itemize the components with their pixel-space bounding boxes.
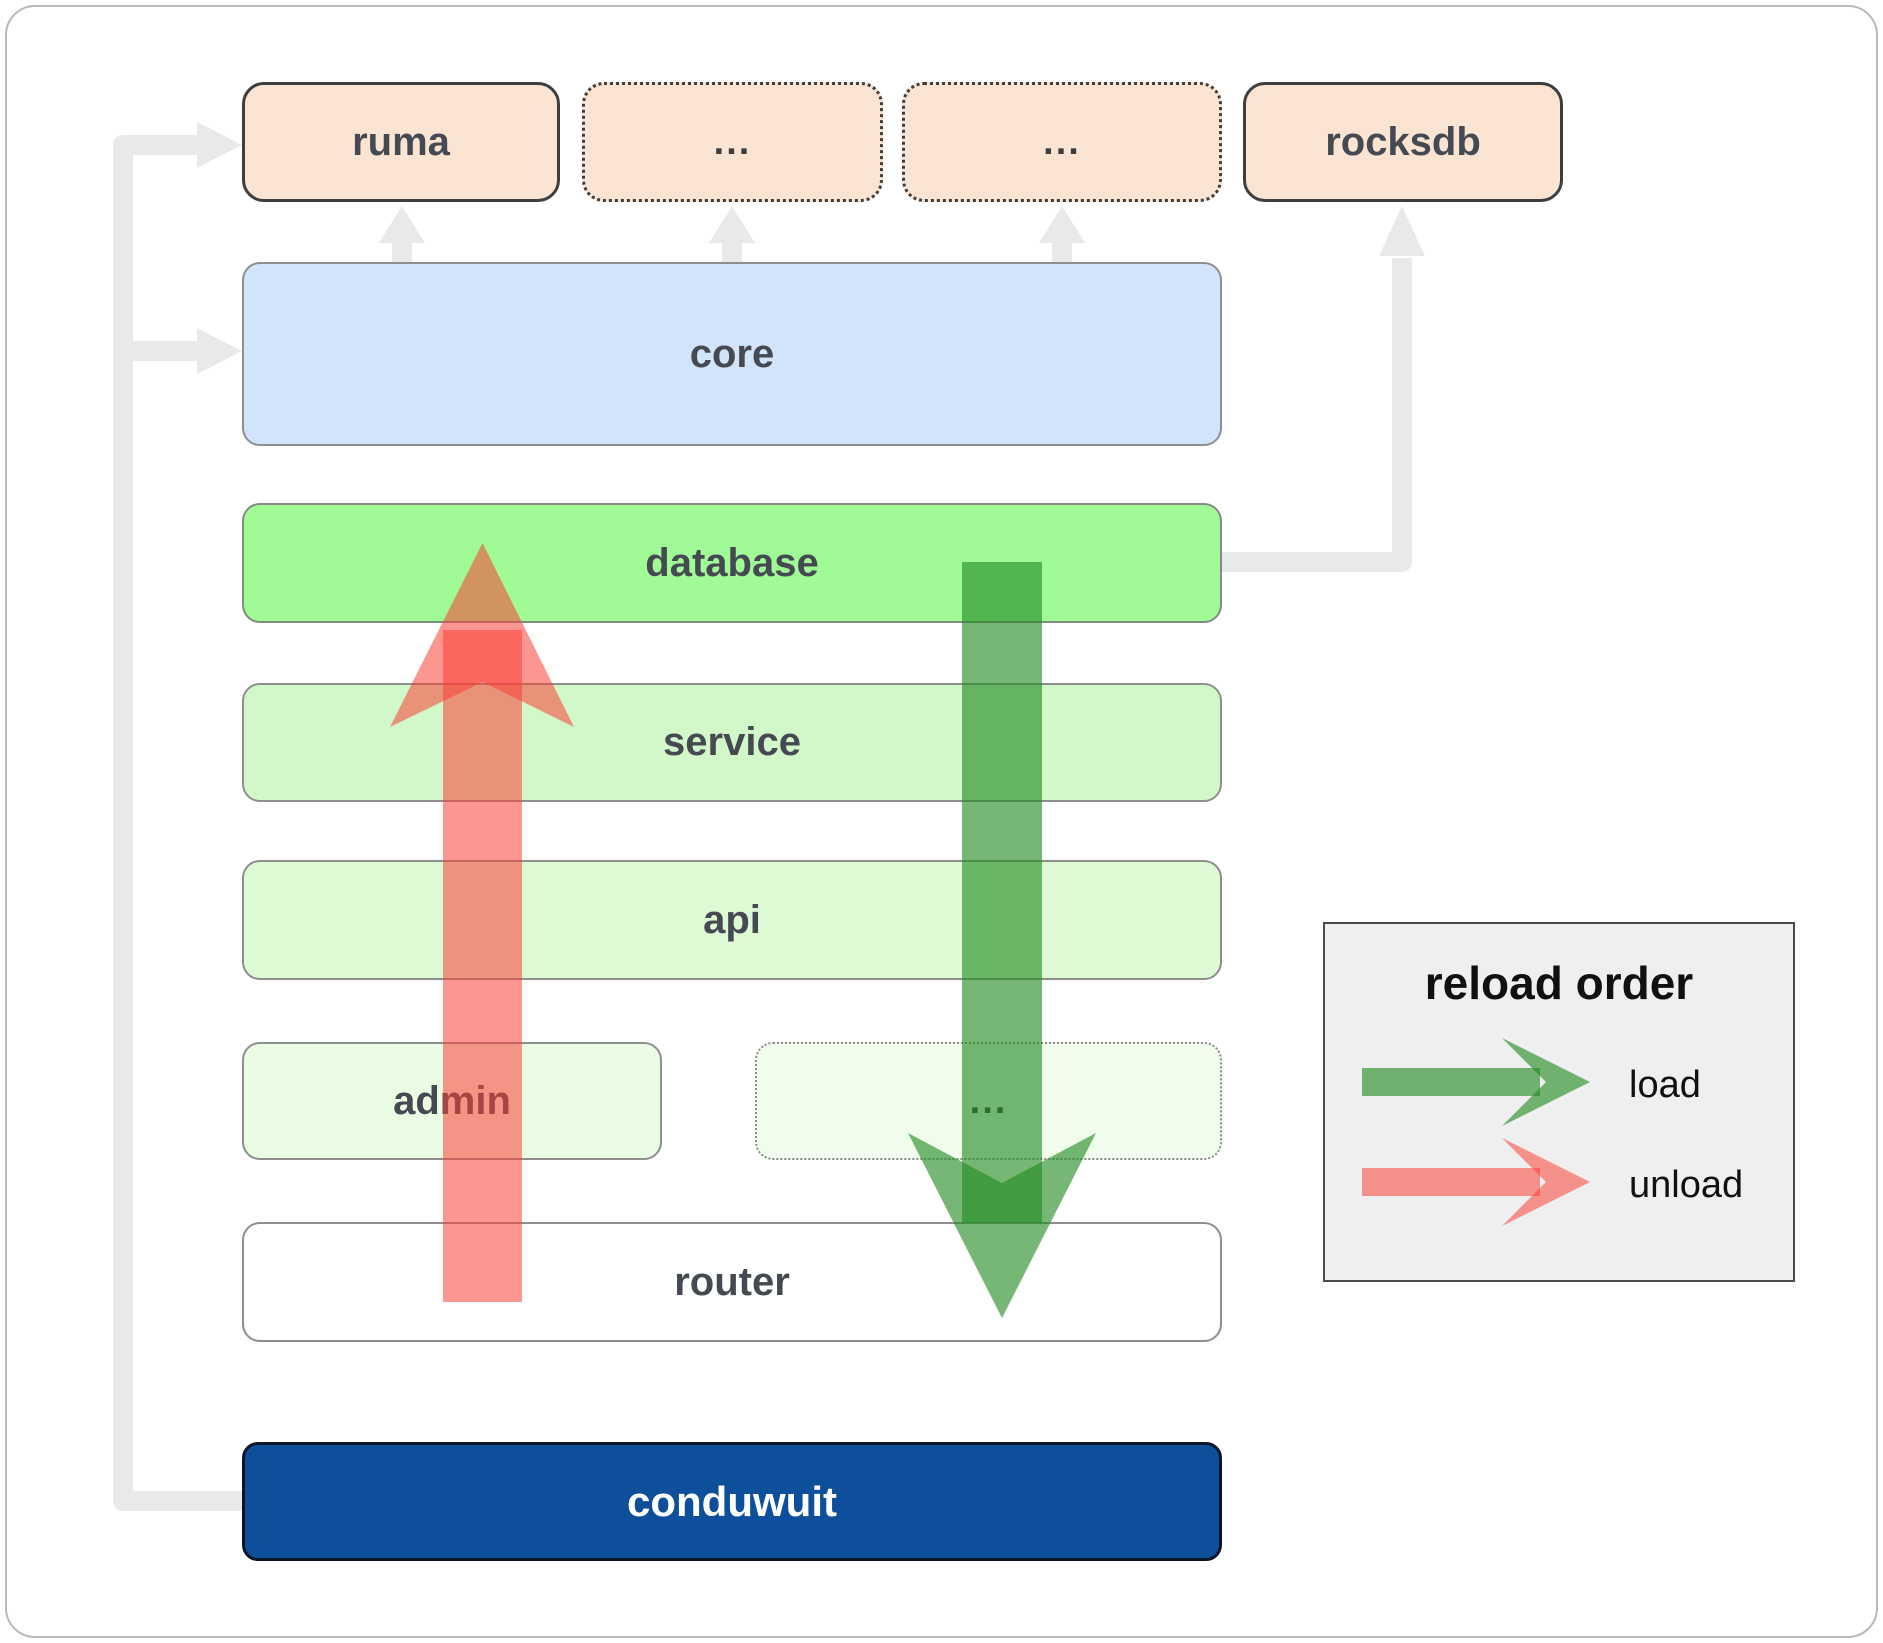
- node-rocksdb-label: rocksdb: [1325, 119, 1481, 164]
- node-core: core: [242, 262, 1222, 446]
- node-ruma-label: ruma: [352, 119, 450, 164]
- node-service-label: service: [663, 720, 801, 764]
- node-ellipsis-a-label: ...: [713, 121, 752, 163]
- connector-conduwuit-to-top: [113, 135, 242, 1511]
- node-database-label: database: [645, 540, 819, 585]
- arrowhead-into-ruma: [197, 122, 242, 168]
- arrowhead-core-ellipsis-b: [1039, 206, 1085, 243]
- arrowhead-into-core: [197, 328, 242, 374]
- arrowhead-core-ruma: [379, 206, 425, 243]
- legend-load-label: load: [1629, 1064, 1701, 1106]
- node-ruma: ruma: [242, 82, 560, 202]
- legend-unload-label: unload: [1629, 1164, 1744, 1206]
- node-conduwuit: conduwuit: [242, 1442, 1222, 1561]
- arrowhead-into-rocksdb: [1379, 206, 1425, 256]
- connector-database-rocksdb: [1222, 258, 1412, 572]
- node-ellipsis-b: ...: [902, 82, 1222, 202]
- node-rocksdb: rocksdb: [1243, 82, 1563, 202]
- node-api-label: api: [703, 897, 761, 942]
- node-core-label: core: [689, 331, 775, 376]
- node-api: api: [242, 860, 1222, 980]
- node-router-label: router: [674, 1259, 790, 1304]
- arrowhead-core-ellipsis-a: [709, 206, 755, 243]
- node-ellipsis-a: ...: [582, 82, 883, 202]
- node-conduwuit-label: conduwuit: [627, 1477, 837, 1525]
- node-ellipsis-b-label: ...: [1043, 121, 1081, 163]
- legend-title: reload order: [1424, 957, 1694, 1009]
